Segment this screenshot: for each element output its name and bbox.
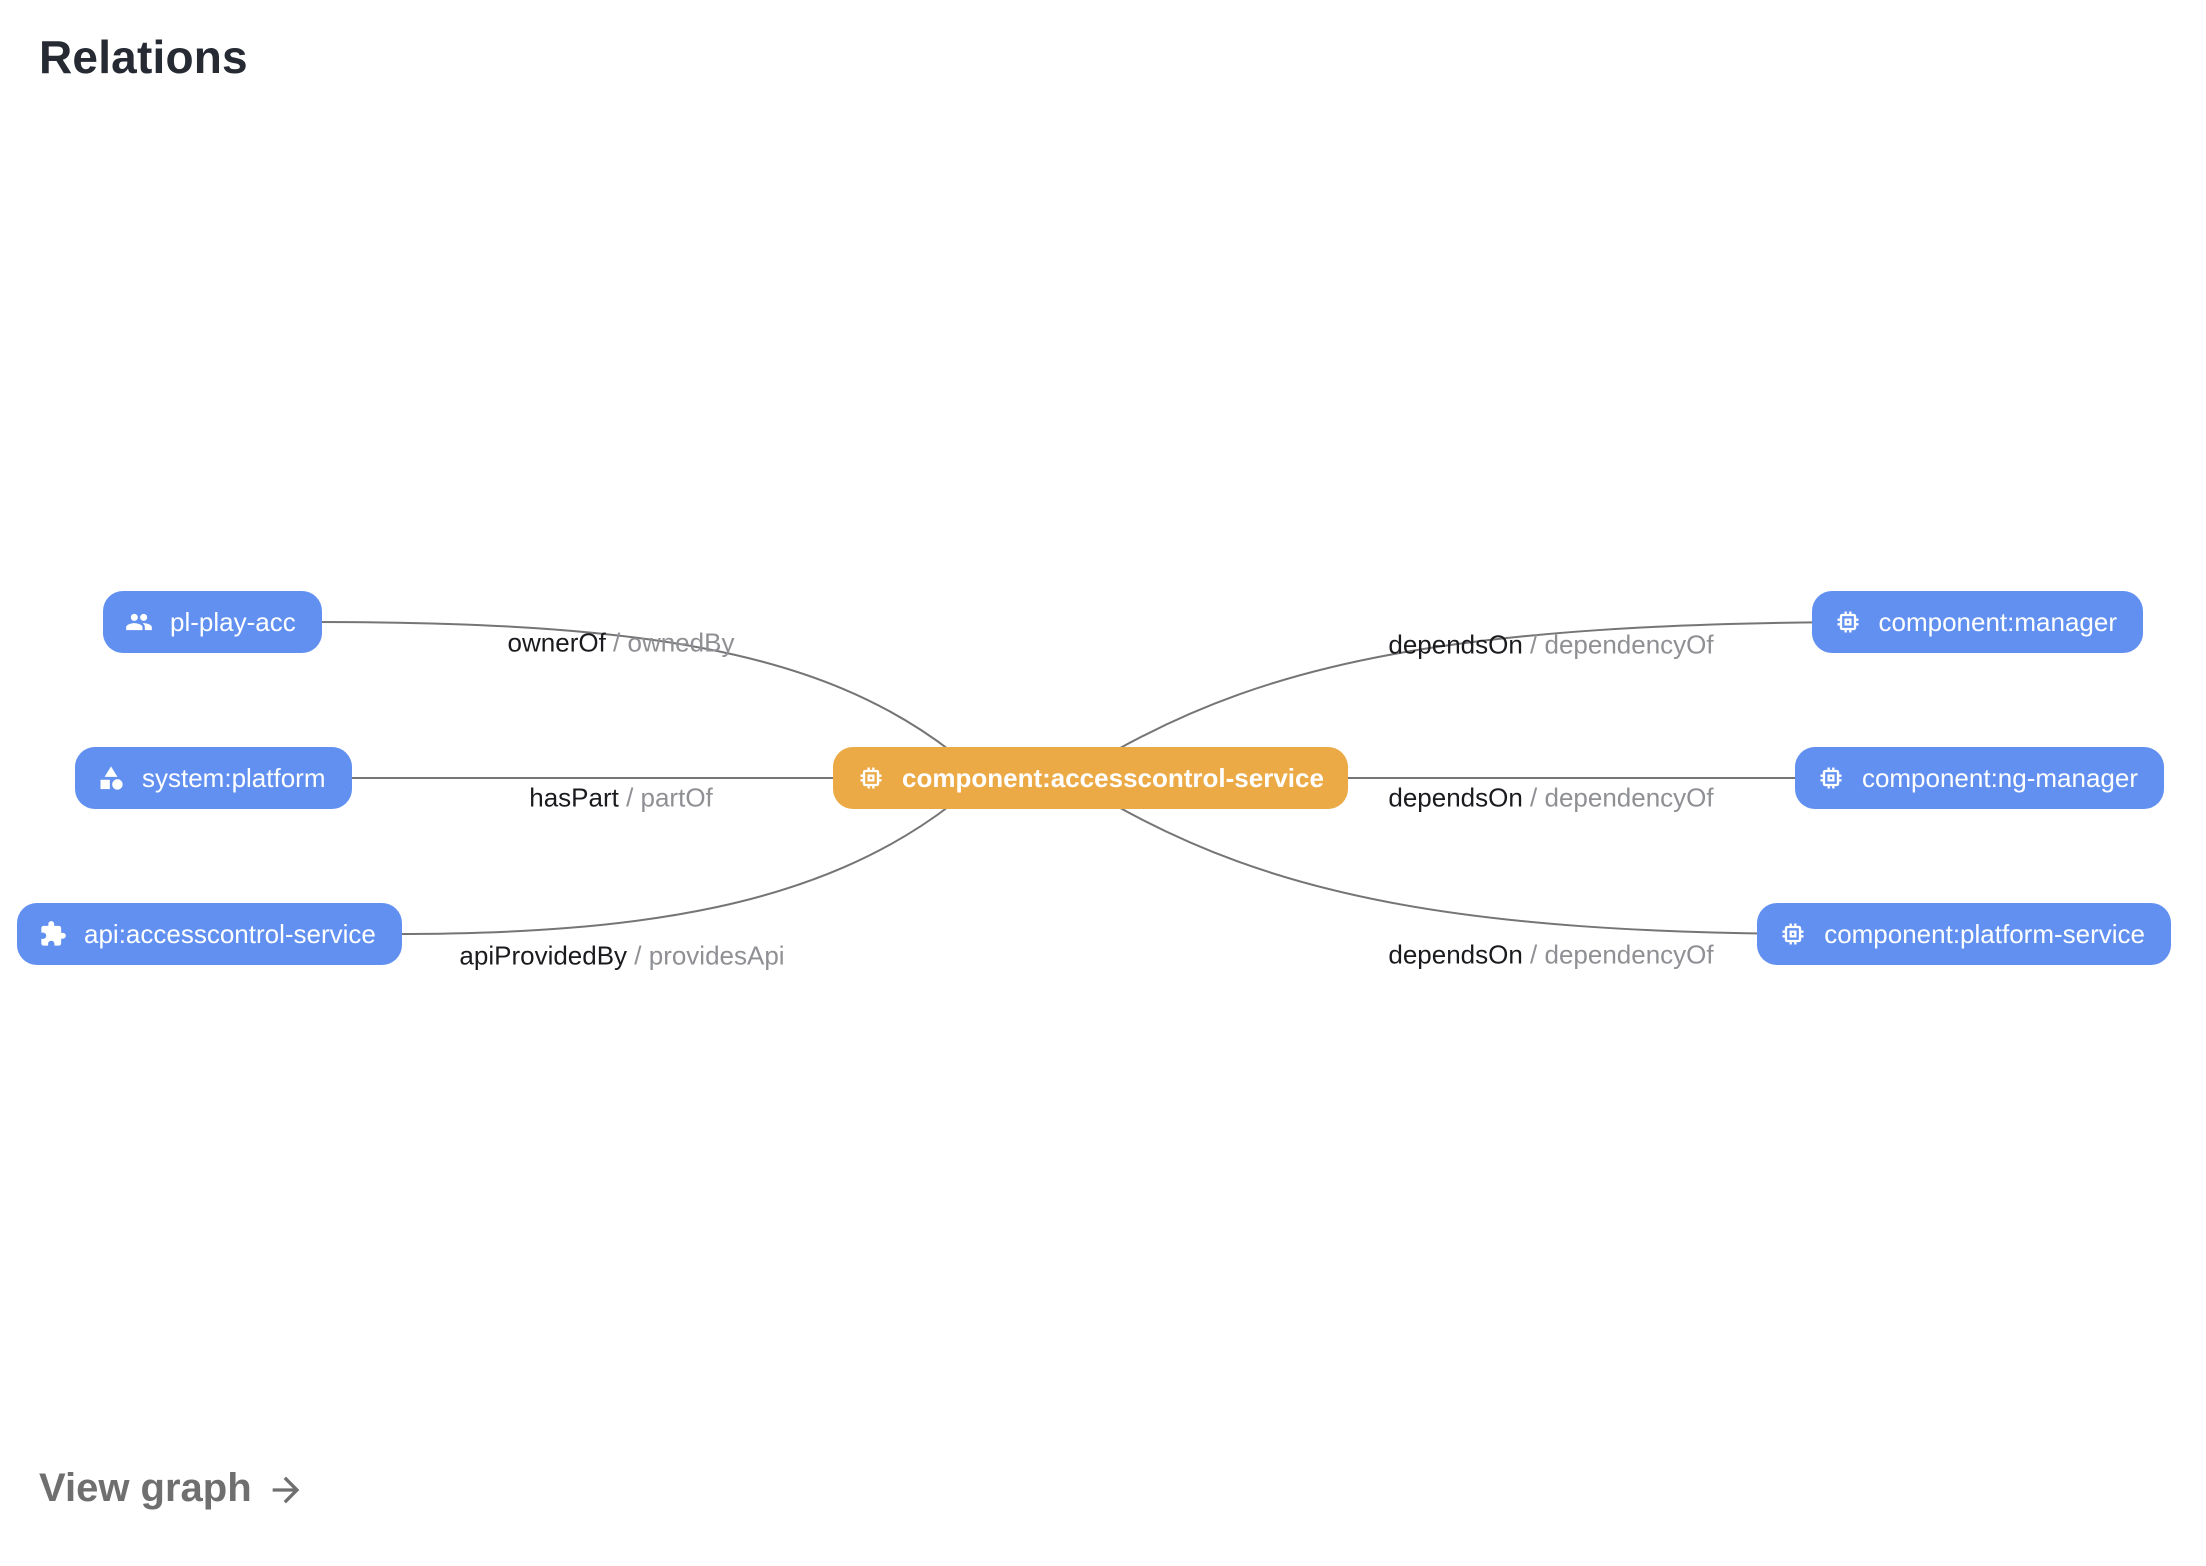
entity-node-label: component:ng-manager [1861, 762, 2138, 793]
arrow-right-icon [266, 1470, 306, 1510]
inverse-relation-label: / dependencyOf [1522, 629, 1714, 660]
inverse-relation-label: / providesApi [627, 940, 785, 971]
view-graph-link[interactable]: View graph [39, 1466, 306, 1511]
entity-node-component-platform-service[interactable]: component:platform-service [1757, 903, 2171, 965]
inverse-relation-label: / partOf [618, 782, 713, 813]
relation-edge-label: hasPart / partOf [529, 783, 713, 814]
extension-icon [39, 920, 67, 948]
people-icon [125, 608, 153, 636]
entity-node-pl-play-acc[interactable]: pl-play-acc [103, 591, 322, 653]
relation-label: dependsOn [1388, 782, 1523, 813]
relation-label: dependsOn [1388, 939, 1523, 970]
entity-node-system-platform[interactable]: system:platform [75, 747, 352, 809]
relation-edge-apiprovidedby-2 [394, 803, 953, 935]
entity-node-component-manager[interactable]: component:manager [1811, 591, 2143, 653]
relation-edge-dependson-3 [1112, 621, 1881, 753]
relation-edge-label: dependsOn / dependencyOf [1388, 940, 1713, 971]
relation-label: ownerOf [507, 627, 606, 658]
inverse-relation-label: / dependencyOf [1522, 939, 1714, 970]
entity-node-label: component:platform-service [1824, 918, 2145, 949]
card-title: Relations [39, 31, 248, 83]
relation-edge-dependson-5 [1112, 803, 1831, 935]
relation-label: dependsOn [1388, 629, 1523, 660]
entity-node-label: component:accesscontrol-service [902, 762, 1324, 793]
relation-edge-label: ownerOf / ownedBy [508, 628, 735, 659]
entity-node-component-ng-manager[interactable]: component:ng-manager [1794, 747, 2164, 809]
entity-node-component-accesscontrol-service[interactable]: component:accesscontrol-service [833, 747, 1348, 809]
category-icon [97, 764, 125, 792]
relation-edge-label: dependsOn / dependencyOf [1388, 783, 1713, 814]
relation-label: apiProvidedBy [459, 940, 628, 971]
chip-icon [857, 764, 885, 792]
entity-node-label: component:manager [1878, 606, 2117, 637]
view-graph-label: View graph [39, 1466, 252, 1510]
relation-edge-ownerof-0 [314, 621, 953, 753]
inverse-relation-label: / ownedBy [605, 627, 735, 658]
relation-label: hasPart [529, 782, 619, 813]
chip-icon [1834, 608, 1862, 636]
chip-icon [1817, 764, 1845, 792]
relation-edge-label: dependsOn / dependencyOf [1388, 630, 1713, 661]
entity-node-label: system:platform [142, 762, 326, 793]
inverse-relation-label: / dependencyOf [1522, 782, 1714, 813]
entity-node-api-accesscontrol-service[interactable]: api:accesscontrol-service [17, 903, 402, 965]
entity-node-label: pl-play-acc [170, 606, 296, 637]
chip-icon [1779, 920, 1807, 948]
entity-node-label: api:accesscontrol-service [84, 918, 376, 949]
relation-edge-label: apiProvidedBy / providesApi [459, 941, 784, 972]
